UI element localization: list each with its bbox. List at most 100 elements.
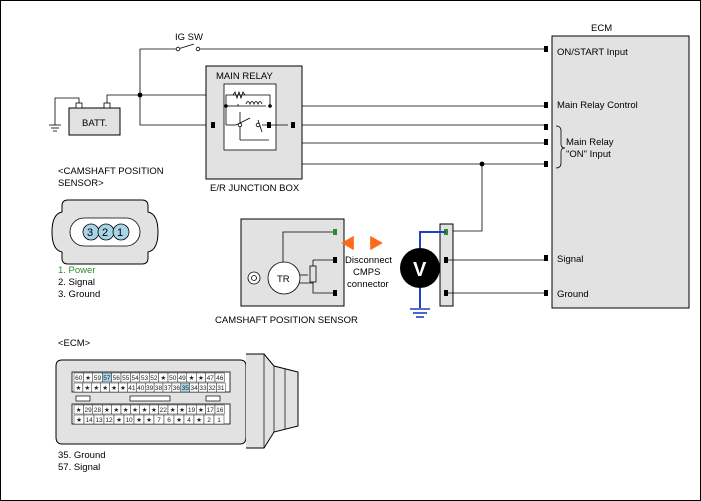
ecm-title: ECM: [591, 23, 612, 34]
voltmeter-probe-positive: [419, 231, 446, 248]
ecm-pin-label: ★: [113, 406, 119, 414]
ecm-pin-label: 38: [155, 385, 163, 392]
ecm-ground-label: Ground: [557, 289, 589, 300]
ecm-pin-cell: [214, 404, 225, 415]
ecm-pin-label: ★: [93, 384, 99, 392]
ecm-pin-label: 22: [160, 407, 168, 414]
ecm-box: [551, 35, 690, 309]
ecm-pin-label: ★: [84, 384, 90, 392]
ecm-pins: [544, 46, 548, 296]
ecm-pin-label: 46: [216, 375, 224, 382]
ecm-main-relay-on-label-2: "ON" Input: [566, 149, 611, 160]
junction-box-label: E/R JUNCTION BOX: [210, 183, 300, 194]
ecm-pin-label: 53: [141, 375, 149, 382]
ecm-pin-label: 59: [94, 375, 102, 382]
cmps-pin-2-label: 2: [102, 227, 108, 239]
disconnect-line-2: CMPS: [353, 267, 380, 278]
ecm-pin-label: 7: [157, 417, 161, 424]
ecm-pin-cell: [213, 414, 225, 425]
ecm-pin-label: ★: [146, 416, 152, 424]
ecm-pin-label: ★: [198, 374, 204, 382]
ecm-pin-label: 54: [131, 375, 139, 382]
cmps-header-1: <CAMSHAFT POSITION: [58, 166, 164, 177]
battery-ground-symbol: [49, 124, 61, 132]
ecm-pin-cell: [216, 382, 226, 393]
voltmeter-ground-symbol: [410, 308, 430, 318]
voltmeter: [400, 248, 440, 288]
ecm-connector-key-right: [205, 395, 221, 402]
ecm-pin-label: 1: [217, 417, 221, 424]
ecm-pin-label: 14: [85, 417, 93, 424]
ecm-pin-label: 28: [94, 407, 102, 414]
ecm-pin-label: ★: [142, 406, 148, 414]
ecm-pin-label: 32: [208, 385, 216, 392]
ig-sw-label: IG SW: [175, 32, 203, 43]
ecm-pin-label: 49: [178, 375, 186, 382]
ecm-on-start-label: ON/START Input: [557, 47, 628, 58]
ecm-pin-label: ★: [85, 374, 91, 382]
junction-dot-2: [479, 161, 485, 167]
cmps-pin-power: [333, 229, 337, 235]
harness-connector: [439, 223, 454, 307]
ecm-pin-label: ★: [102, 384, 108, 392]
ecm-pin-label: 4: [187, 417, 191, 424]
ecm-pin-label: 29: [84, 407, 92, 414]
ecm-pin-label: 57: [103, 375, 111, 382]
cmps-pin-ground: [333, 290, 337, 296]
ecm-pin-label: ★: [189, 374, 195, 382]
cmps-pin-1-circle: [112, 223, 130, 241]
ecm-pin-label: 56: [113, 375, 121, 382]
cmps-pin-1-label: 1: [117, 227, 123, 239]
ecm-pin-label: ★: [76, 416, 82, 424]
battery-box: [68, 107, 121, 136]
main-relay-on-bracket: [555, 125, 566, 169]
ecm-pin-label: ★: [104, 406, 110, 414]
cmps-legend-signal: 2. Signal: [58, 277, 95, 288]
disconnect-line-3: connector: [347, 279, 389, 290]
ecm-connector-header: <ECM>: [58, 338, 91, 349]
cmps-tr-label: TR: [277, 274, 290, 285]
ecm-connector-latch: [246, 353, 299, 449]
ecm-pin-label: 33: [199, 385, 207, 392]
ecm-pin-label: 41: [128, 385, 136, 392]
ecm-pin-label: 52: [150, 375, 158, 382]
ig-sw-contact-right: [195, 46, 201, 52]
ecm-pin-label: 39: [146, 385, 154, 392]
cmps-header-2: SENSOR>: [58, 178, 104, 189]
ecm-pin-label: ★: [179, 406, 185, 414]
ecm-pin-label: 35: [182, 385, 190, 392]
ecm-pin-label: 36: [173, 385, 181, 392]
ecm-pin-label: ★: [160, 374, 166, 382]
ecm-pin-label: 40: [137, 385, 145, 392]
ecm-pin-cell: [214, 372, 225, 383]
battery-ground-wire: [54, 97, 80, 125]
ecm-pin-label: ★: [198, 406, 204, 414]
cmps-caption: CAMSHAFT POSITION SENSOR: [215, 315, 358, 326]
ecm-pin-label: 47: [207, 375, 215, 382]
ecm-pin-label: ★: [170, 406, 176, 414]
disconnect-line-1: Disconnect: [345, 255, 392, 266]
cmps-transistor: [267, 261, 301, 295]
main-relay-label: MAIN RELAY: [216, 71, 274, 82]
ecm-pin-label: 12: [105, 417, 113, 424]
cmps-legend-ground: 3. Ground: [58, 289, 100, 300]
ecm-pin-label: ★: [123, 406, 129, 414]
ecm-main-relay-control-label: Main Relay Control: [557, 100, 638, 111]
cmps-magnet-inner: [251, 275, 257, 281]
ecm-pin-label: 16: [216, 407, 224, 414]
voltmeter-label: V: [413, 259, 427, 281]
ecm-pin-label: 50: [169, 375, 177, 382]
ecm-pin-label: ★: [76, 406, 82, 414]
ecm-pin-label: ★: [196, 416, 202, 424]
battery-label: BATT.: [82, 118, 107, 129]
ecm-pin-label: ★: [132, 406, 138, 414]
cmps-legend-power: 1. Power: [58, 265, 96, 276]
ecm-pin-label: 34: [191, 385, 199, 392]
junction-dot-1: [137, 92, 143, 98]
cmps-magnet-outer: [247, 271, 261, 285]
ecm-signal-label: Signal: [557, 254, 583, 265]
ecm-pin-label: ★: [136, 416, 142, 424]
ecm-pin-label: 19: [188, 407, 196, 414]
cmps-internal: [282, 231, 333, 294]
